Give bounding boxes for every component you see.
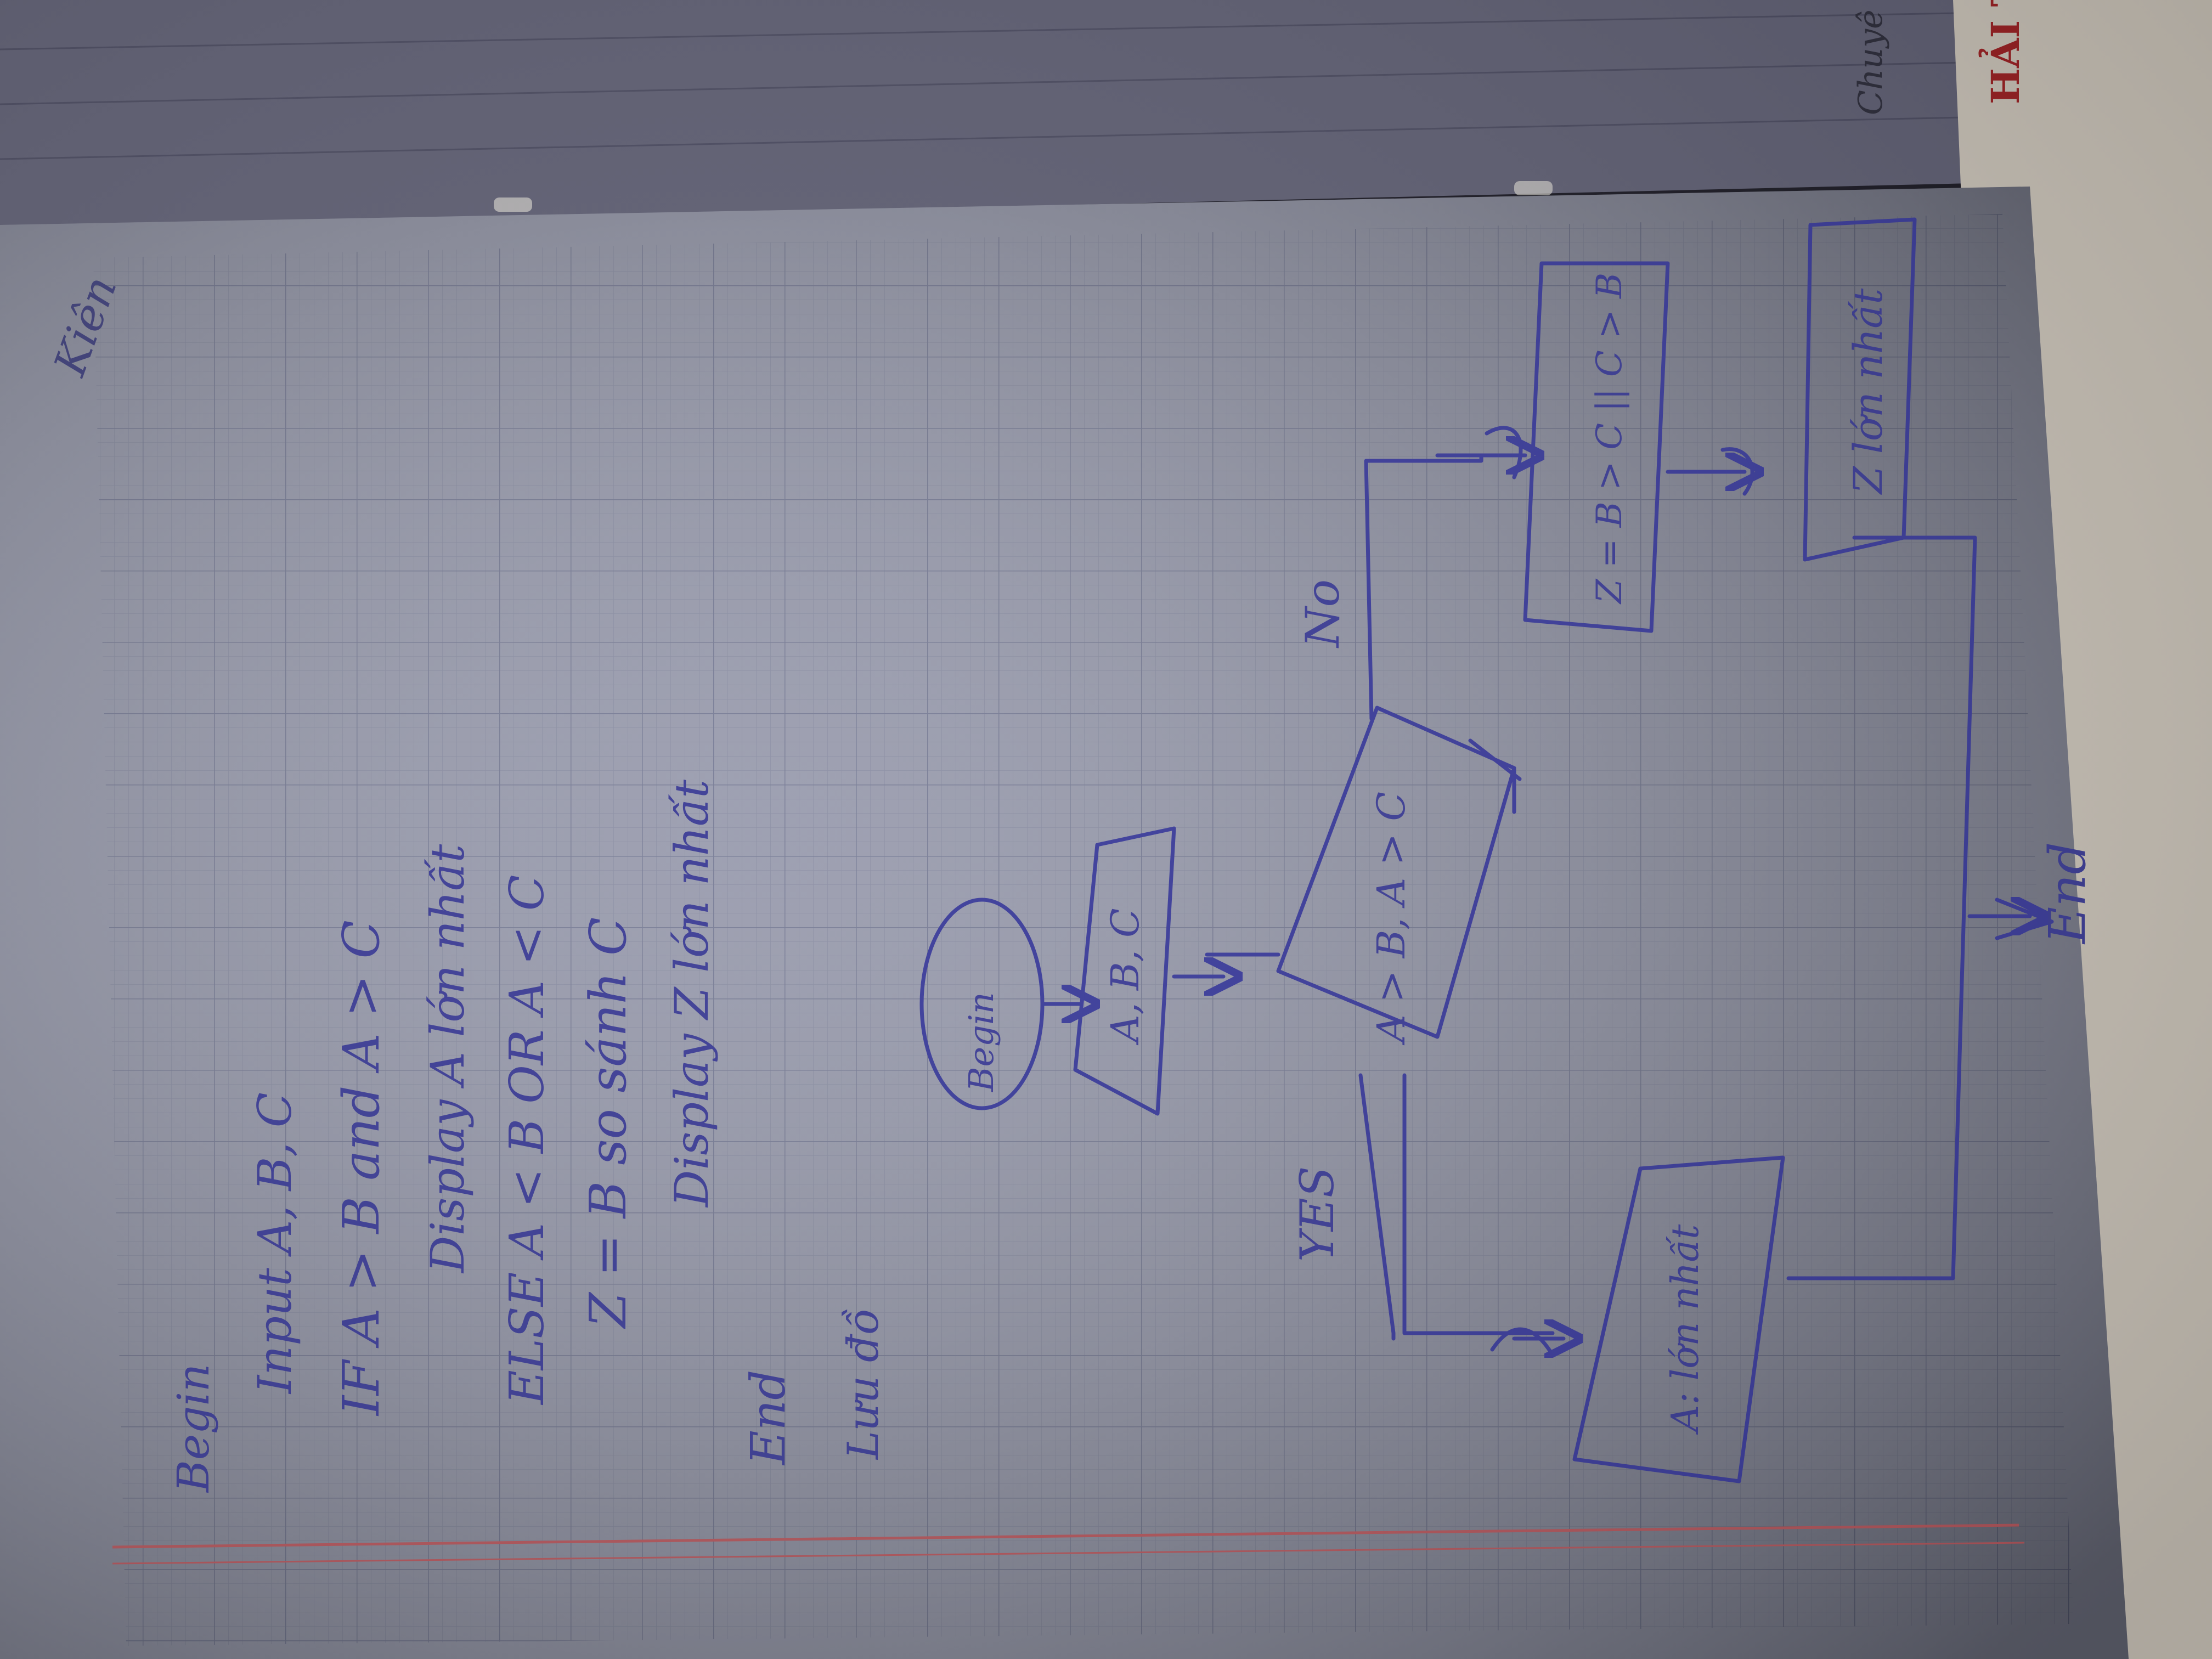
notebook-photo: Chuyê HẢI TI Kiên Begin Input A, B, C IF…	[0, 0, 2212, 1659]
vignette	[0, 0, 2212, 1659]
